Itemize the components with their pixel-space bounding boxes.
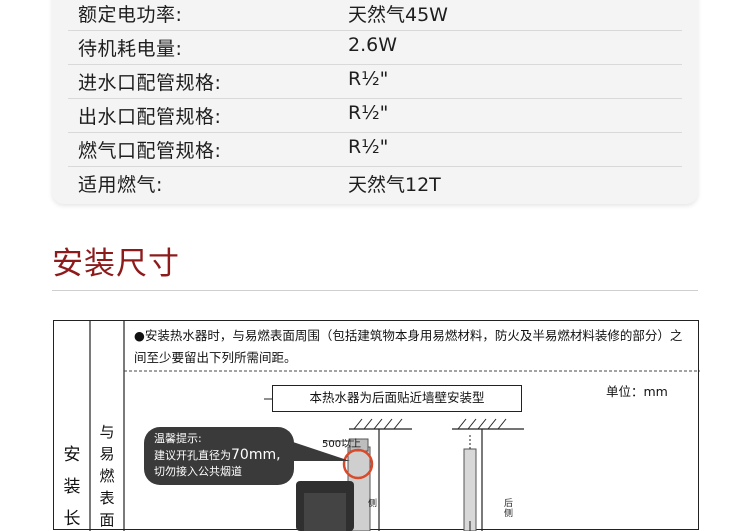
spec-value: R½" bbox=[348, 68, 389, 90]
tip-prefix: 建议开孔直径为 bbox=[154, 449, 231, 462]
title-divider bbox=[52, 290, 698, 291]
row-divider bbox=[68, 30, 682, 31]
spec-table-card: 额定电功率: 天然气45W 待机耗电量: 2.6W 进水口配管规格: R½" 出… bbox=[52, 0, 698, 204]
section-title: 安装尺寸 bbox=[52, 246, 180, 282]
spec-label: 进水口配管规格: bbox=[78, 72, 222, 94]
spec-row: 燃气口配管规格: R½" bbox=[52, 132, 698, 166]
side-label-char: 面 bbox=[99, 511, 115, 529]
side-label-install: 安 装 长 bbox=[59, 443, 85, 531]
tip-bubble: 温馨提示: 建议开孔直径为70mm, 切勿接入公共烟道 bbox=[144, 427, 294, 485]
side-label-char: 表 bbox=[99, 489, 115, 507]
side-label-char: 装 bbox=[63, 477, 81, 497]
spec-value: 2.6W bbox=[348, 34, 398, 56]
clearance-dimension: 500以上 bbox=[322, 439, 362, 450]
side-label-char: 安 bbox=[63, 445, 81, 465]
spec-label: 燃气口配管规格: bbox=[78, 140, 222, 162]
spec-label: 待机耗电量: bbox=[78, 38, 183, 60]
spec-row: 适用燃气: 天然气12T bbox=[52, 166, 698, 200]
spec-value: R½" bbox=[348, 102, 389, 124]
side-label-char: 易 bbox=[99, 445, 115, 463]
side-label-char: 长 bbox=[63, 509, 81, 529]
install-type-box: 本热水器为后面贴近墙壁安装型 bbox=[272, 385, 522, 412]
side-label-flammable: 与 易 燃 表 面 bbox=[94, 421, 120, 531]
side-label-char: 与 bbox=[99, 423, 115, 441]
side-label-char: 燃 bbox=[99, 467, 115, 485]
spec-label: 额定电功率: bbox=[78, 4, 183, 26]
row-divider bbox=[68, 98, 682, 99]
tip-title: 温馨提示: bbox=[154, 432, 202, 445]
spec-row: 出水口配管规格: R½" bbox=[52, 98, 698, 132]
back-side-annotation: 后侧 bbox=[504, 499, 514, 519]
row-divider bbox=[68, 132, 682, 133]
spec-value: 天然气45W bbox=[348, 4, 448, 26]
spec-value: R½" bbox=[348, 136, 389, 158]
tip-line-2: 切勿接入公共烟道 bbox=[154, 465, 242, 478]
spec-value: 天然气12T bbox=[348, 174, 441, 196]
unit-label: 单位：mm bbox=[606, 384, 668, 399]
spec-row: 额定电功率: 天然气45W bbox=[52, 0, 698, 30]
spec-label: 出水口配管规格: bbox=[78, 106, 222, 128]
spec-row: 进水口配管规格: R½" bbox=[52, 64, 698, 98]
installation-diagram: 安 装 长 与 易 燃 表 面 ●安装热水器时，与易燃表面周围（包括建筑物本身用… bbox=[53, 320, 700, 531]
side-annotation: 侧 bbox=[368, 499, 378, 509]
row-divider bbox=[68, 166, 682, 167]
spec-row: 待机耗电量: 2.6W bbox=[52, 30, 698, 64]
tip-line-1: 建议开孔直径为70mm, bbox=[154, 447, 294, 464]
installation-note: ●安装热水器时，与易燃表面周围（包括建筑物本身用易燃材料，防火及半易燃材料装修的… bbox=[134, 328, 683, 365]
row-divider bbox=[68, 64, 682, 65]
spec-label: 适用燃气: bbox=[78, 174, 163, 196]
tip-diameter: 70mm, bbox=[231, 447, 281, 463]
